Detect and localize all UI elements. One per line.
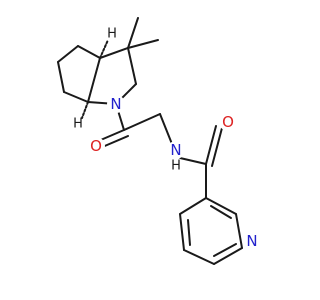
bond <box>159 113 173 145</box>
bond <box>57 61 65 93</box>
bond <box>213 247 243 265</box>
acyl-chain <box>95 103 173 149</box>
bond <box>179 197 207 215</box>
amide-oxygen-label: O <box>222 113 234 131</box>
aromatic-bond <box>213 243 237 257</box>
label-bg <box>167 141 185 159</box>
aromatic-bond <box>210 205 232 219</box>
atom-labels: N O N H O N H H <box>73 27 261 250</box>
bond <box>63 91 89 103</box>
label-bg <box>219 113 237 131</box>
bond <box>57 45 79 63</box>
amide-nitrogen-label: N <box>170 141 181 159</box>
amide-chain <box>179 125 223 199</box>
bond <box>235 213 243 249</box>
bond <box>127 17 139 49</box>
bond <box>179 157 207 165</box>
bond <box>205 197 237 215</box>
label-bg <box>87 137 105 155</box>
gem-dimethyl <box>127 17 159 49</box>
amide-hydrogen-label: H <box>171 159 181 174</box>
hash-bond <box>81 101 89 119</box>
bond <box>99 47 129 59</box>
stereo-hydrogen-top-label: H <box>107 27 117 42</box>
bond <box>87 57 101 103</box>
double-bond <box>211 127 223 167</box>
cyclopentane-ring <box>57 45 101 103</box>
label-bg <box>243 232 261 250</box>
double-bond <box>205 125 217 165</box>
ring-nitrogen-label: N <box>110 95 121 113</box>
bond <box>127 47 137 85</box>
hash-bond <box>99 39 109 59</box>
pyridine-nitrogen-label: N <box>246 232 257 250</box>
bond <box>183 249 215 265</box>
bond <box>123 113 161 131</box>
label-bg <box>107 95 125 113</box>
molecule-structure: N O N H O N H H <box>57 17 261 265</box>
stereo-bonds <box>81 39 109 119</box>
bond <box>179 213 185 251</box>
pyridine-ring <box>179 197 243 265</box>
bond <box>127 39 159 49</box>
stereo-hydrogen-bottom-label: H <box>73 117 83 132</box>
aromatic-bond <box>187 219 191 246</box>
carbonyl-oxygen-label: O <box>90 137 102 155</box>
molecule-canvas: N O N H O N H H <box>57 17 261 265</box>
bond <box>77 45 101 59</box>
